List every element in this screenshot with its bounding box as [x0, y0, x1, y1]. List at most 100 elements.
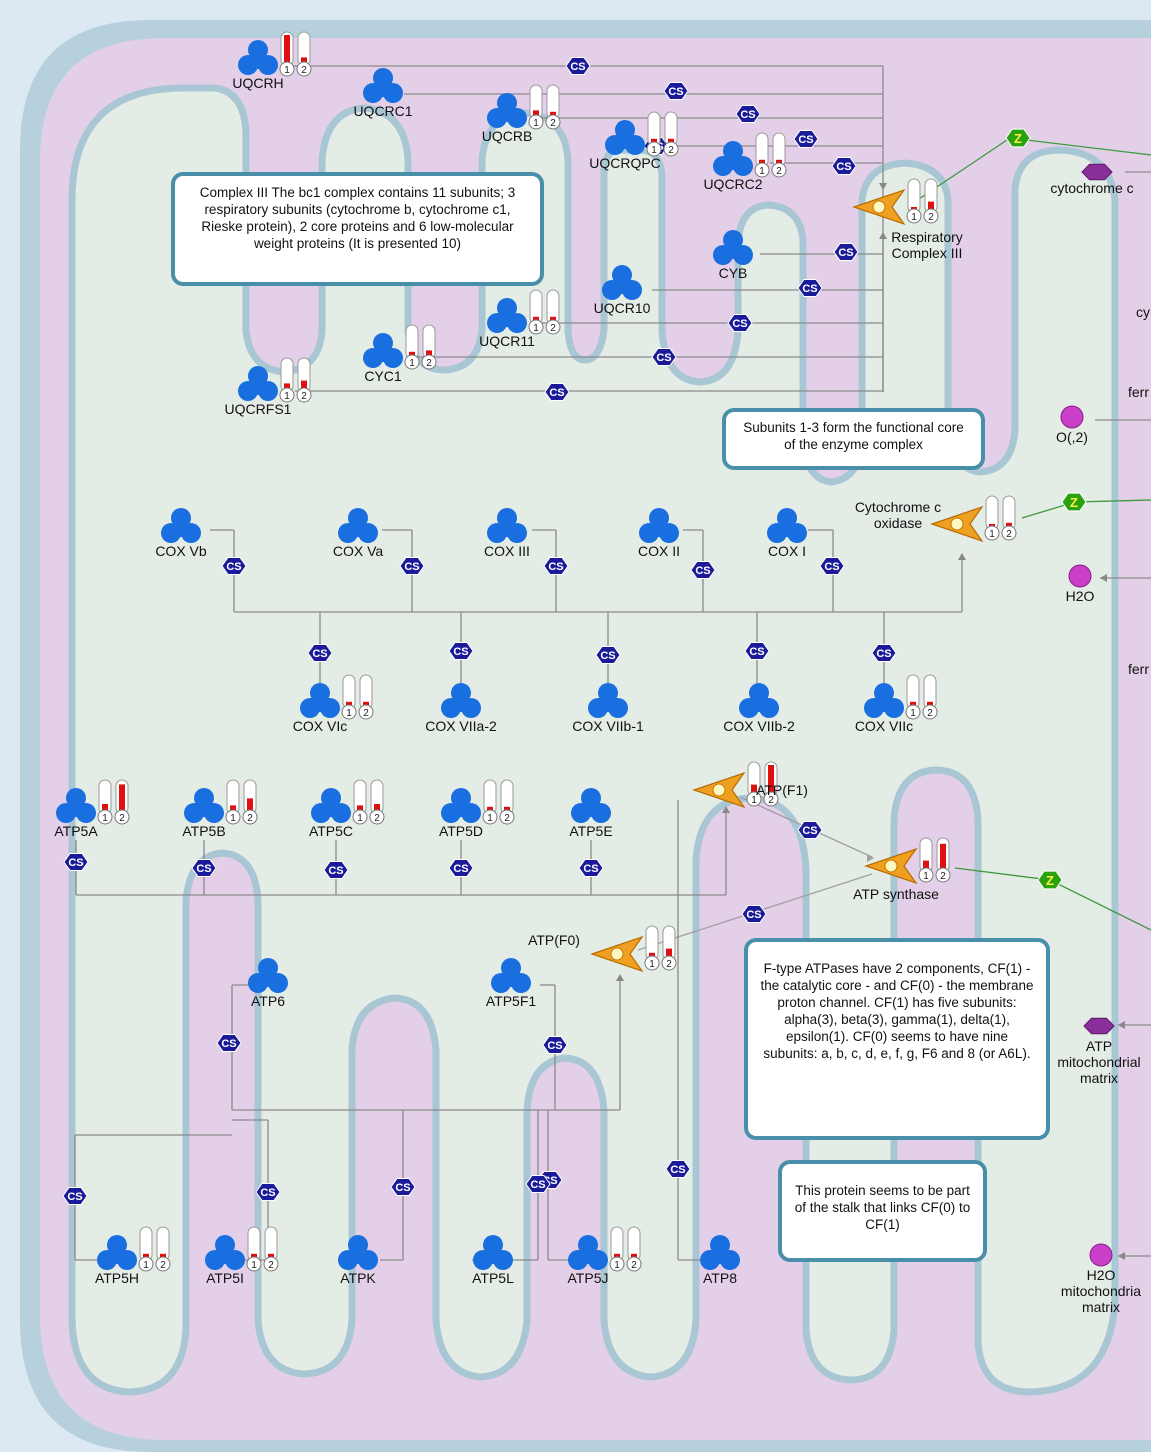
expression-bar-fill — [550, 111, 556, 116]
expression-bar-fill — [1006, 522, 1012, 527]
svg-text:2: 2 — [666, 959, 672, 970]
svg-text:2: 2 — [927, 708, 933, 719]
enzyme-complex-icon[interactable] — [930, 505, 984, 543]
svg-text:1: 1 — [143, 1260, 149, 1271]
protein-icon[interactable] — [161, 508, 201, 543]
metabolite-label: H2O — [1086, 1267, 1116, 1283]
protein-icon[interactable] — [441, 788, 481, 823]
complex-label: Cytochrome c — [854, 499, 942, 515]
expression-bar-fill — [533, 110, 539, 116]
protein-icon[interactable] — [205, 1235, 245, 1270]
protein-label: ATP5E — [569, 823, 613, 839]
protein-icon[interactable] — [238, 40, 278, 75]
expression-bar-fill — [759, 159, 765, 164]
svg-text:CS: CS — [656, 352, 671, 364]
enzyme-complex-icon[interactable] — [692, 771, 746, 809]
protein-icon[interactable] — [605, 120, 645, 155]
metabolite-circle-icon[interactable] — [1068, 564, 1092, 588]
cs-badge-icon: CS — [221, 556, 247, 576]
metabolite-label: mitochondria — [1060, 1283, 1142, 1299]
svg-text:2: 2 — [668, 145, 674, 156]
protein-icon[interactable] — [97, 1235, 137, 1270]
protein-icon[interactable] — [713, 141, 753, 176]
protein-icon[interactable] — [248, 958, 288, 993]
protein-icon[interactable] — [487, 508, 527, 543]
protein-label: COX VIIb-2 — [723, 718, 795, 734]
protein-icon[interactable] — [338, 508, 378, 543]
protein-icon[interactable] — [588, 683, 628, 718]
metabolite-label: cytochrome c — [1050, 180, 1134, 196]
protein-icon[interactable] — [568, 1235, 608, 1270]
protein-icon[interactable] — [571, 788, 611, 823]
svg-text:2: 2 — [247, 813, 253, 824]
complex-label: Respiratory — [891, 229, 963, 245]
svg-text:CS: CS — [570, 61, 585, 73]
enzyme-complex-icon[interactable] — [590, 935, 644, 973]
svg-text:CS: CS — [548, 561, 563, 573]
protein-label: ATP5J — [567, 1270, 609, 1286]
protein-icon[interactable] — [864, 683, 904, 718]
protein-icon[interactable] — [363, 333, 403, 368]
complex-label: ATP synthase — [853, 886, 939, 902]
protein-icon[interactable] — [487, 93, 527, 128]
svg-text:1: 1 — [923, 871, 929, 882]
metabolite-hex-icon[interactable] — [1081, 163, 1113, 181]
protein-label: UQCRB — [481, 128, 533, 144]
stalk-note: This protein seems to be part of the sta… — [778, 1160, 987, 1262]
protein-icon[interactable] — [56, 788, 96, 823]
svg-text:CS: CS — [530, 1179, 545, 1191]
protein-icon[interactable] — [739, 683, 779, 718]
protein-icon[interactable] — [491, 958, 531, 993]
svg-text:CS: CS — [798, 134, 813, 146]
complex-label: oxidase — [873, 515, 923, 531]
svg-text:2: 2 — [119, 813, 125, 824]
expression-bar-fill — [346, 701, 352, 706]
expression-bar-fill — [614, 1253, 620, 1258]
metabolite-label: ATP — [1085, 1038, 1113, 1054]
svg-text:CS: CS — [838, 247, 853, 259]
svg-text:1: 1 — [910, 708, 916, 719]
svg-text:Z: Z — [1014, 131, 1022, 146]
protein-icon[interactable] — [300, 683, 340, 718]
protein-icon[interactable] — [338, 1235, 378, 1270]
protein-label: UQCRFS1 — [224, 401, 292, 417]
enzyme-complex-icon[interactable] — [852, 188, 906, 226]
protein-icon[interactable] — [487, 298, 527, 333]
expression-bar-fill — [426, 350, 432, 356]
protein-icon[interactable] — [363, 68, 403, 103]
protein-label: ATP5D — [438, 823, 484, 839]
protein-icon[interactable] — [602, 265, 642, 300]
metabolite-circle-icon[interactable] — [1089, 1243, 1113, 1267]
protein-icon[interactable] — [767, 508, 807, 543]
protein-label: ATP5C — [308, 823, 354, 839]
expression-bar-fill — [160, 1253, 166, 1258]
expression-bar-fill — [927, 701, 933, 706]
cs-badge-icon: CS — [448, 858, 474, 878]
protein-label: ATP5A — [54, 823, 98, 839]
metabolite-hex-icon[interactable] — [1083, 1017, 1115, 1035]
svg-text:Z: Z — [1070, 495, 1078, 510]
protein-icon[interactable] — [473, 1235, 513, 1270]
protein-label: UQCRQPC — [589, 155, 661, 171]
z-badge-icon: Z — [1005, 128, 1031, 148]
svg-text:2: 2 — [363, 708, 369, 719]
protein-icon[interactable] — [441, 683, 481, 718]
protein-icon[interactable] — [184, 788, 224, 823]
svg-text:1: 1 — [102, 813, 108, 824]
svg-text:1: 1 — [357, 813, 363, 824]
protein-icon[interactable] — [238, 366, 278, 401]
svg-text:1: 1 — [487, 813, 493, 824]
protein-icon[interactable] — [713, 230, 753, 265]
protein-icon[interactable] — [639, 508, 679, 543]
protein-icon[interactable] — [311, 788, 351, 823]
edge-label: ferr — [1128, 384, 1149, 400]
protein-icon[interactable] — [700, 1235, 740, 1270]
enzyme-complex-icon[interactable] — [864, 847, 918, 885]
metabolite-circle-icon[interactable] — [1060, 405, 1084, 429]
svg-text:CS: CS — [695, 565, 710, 577]
